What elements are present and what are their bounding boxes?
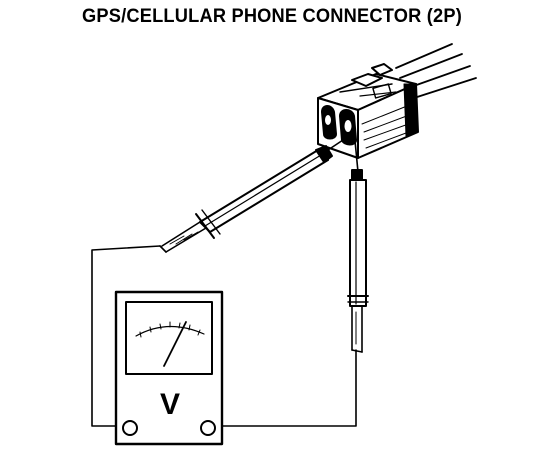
meter-needle [163,321,187,367]
meter-terminal-negative [122,420,138,436]
connector-body [317,63,419,159]
test-leads [91,245,357,427]
harness-wires [395,43,477,99]
diagram-title: GPS/CELLULAR PHONE CONNECTOR (2P) [82,6,462,27]
test-probe-right [347,129,369,353]
connector-2p-icon [317,43,477,159]
meter-mode-symbol: V [160,388,180,421]
meter-terminal-positive [200,420,216,436]
test-probe-left [159,137,347,253]
voltmeter-icon: V [114,290,224,446]
